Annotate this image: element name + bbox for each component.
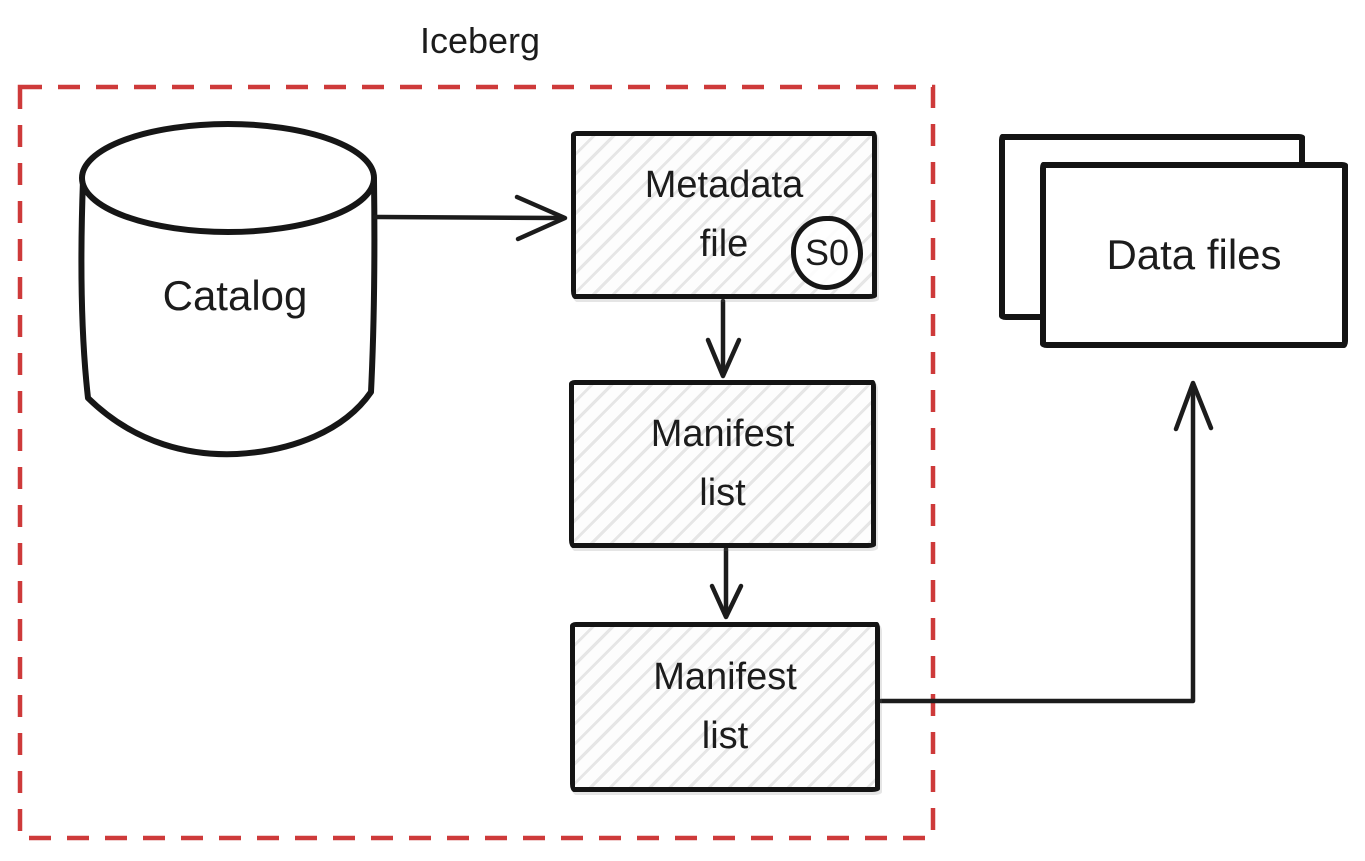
arrow-manifest-list-2-to-data-files	[878, 380, 1214, 704]
snapshot-s0-badge: S0	[791, 216, 863, 290]
catalog-label: Catalog	[162, 272, 308, 319]
arrow-metadata-file-to-manifest-list-1	[705, 298, 742, 379]
manifest-list-1-label-line2: list	[699, 472, 746, 514]
metadata-file-label-line1: Metadata	[644, 164, 804, 207]
metadata-file-label: Metadata file	[645, 156, 803, 274]
metadata-file-box: Metadata file	[571, 131, 877, 299]
manifest-list-2-box: Manifest list	[570, 622, 880, 792]
iceberg-boundary-dashed-rect	[17, 84, 936, 841]
catalog-cylinder-top	[79, 121, 377, 235]
manifest-list-2-label: Manifest list	[653, 648, 797, 766]
metadata-file-label-line2: file	[699, 223, 749, 265]
manifest-list-2-label-line2: list	[701, 715, 749, 757]
catalog-cylinder-body	[78, 177, 378, 458]
arrows-layer	[372, 194, 1214, 704]
manifest-list-2-label-line1: Manifest	[653, 656, 797, 699]
manifest-list-1-box: Manifest list	[569, 380, 876, 548]
snapshot-s0-badge-text: S0	[804, 232, 850, 273]
data-files-card: Data files	[1040, 162, 1348, 348]
catalog-cylinder	[78, 121, 378, 458]
diagram-title: Iceberg	[419, 20, 541, 61]
manifest-list-1-label-line1: Manifest	[650, 413, 795, 456]
data-files-label: Data files	[1106, 231, 1282, 278]
arrow-catalog-to-metadata-file	[372, 194, 568, 242]
manifest-list-1-label: Manifest list	[651, 405, 795, 523]
arrow-manifest-list-1-to-manifest-list-2	[709, 546, 744, 620]
